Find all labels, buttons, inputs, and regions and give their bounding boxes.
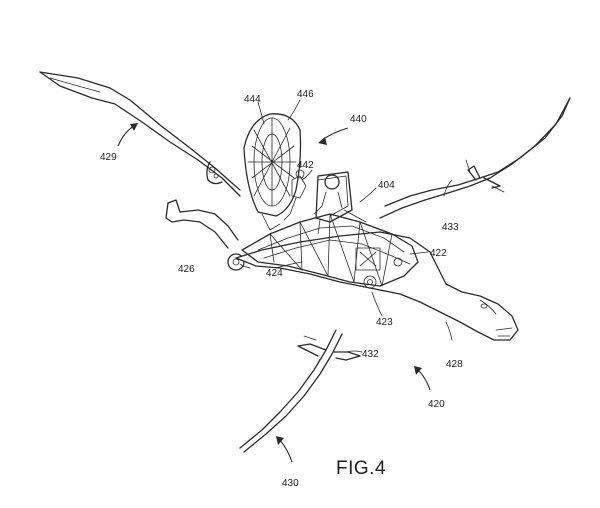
label-442: 442 [297, 160, 314, 171]
label-440: 440 [350, 114, 367, 125]
fan-cage [243, 113, 302, 231]
label-423: 423 [376, 317, 393, 328]
tail [239, 329, 361, 453]
label-433: 433 [442, 222, 459, 233]
label-432: 432 [362, 349, 379, 360]
leader-lines [239, 99, 453, 353]
label-420: 420 [428, 399, 445, 410]
left-wing [39, 71, 241, 197]
label-444: 444 [244, 94, 261, 105]
rider-seat [283, 169, 367, 235]
left-leg [165, 199, 245, 271]
label-430: 430 [282, 478, 299, 489]
label-429: 429 [100, 152, 117, 163]
label-426: 426 [178, 264, 195, 275]
pointer-arrows [117, 123, 431, 463]
label-428: 428 [446, 359, 463, 370]
label-404: 404 [378, 180, 395, 191]
label-424: 424 [266, 268, 283, 279]
figure-caption: FIG.4 [336, 458, 386, 479]
reference-numerals: 444 446 440 429 442 404 433 422 426 424 … [100, 89, 463, 489]
right-wing [379, 97, 571, 219]
label-422: 422 [430, 248, 447, 259]
label-446: 446 [297, 89, 314, 100]
